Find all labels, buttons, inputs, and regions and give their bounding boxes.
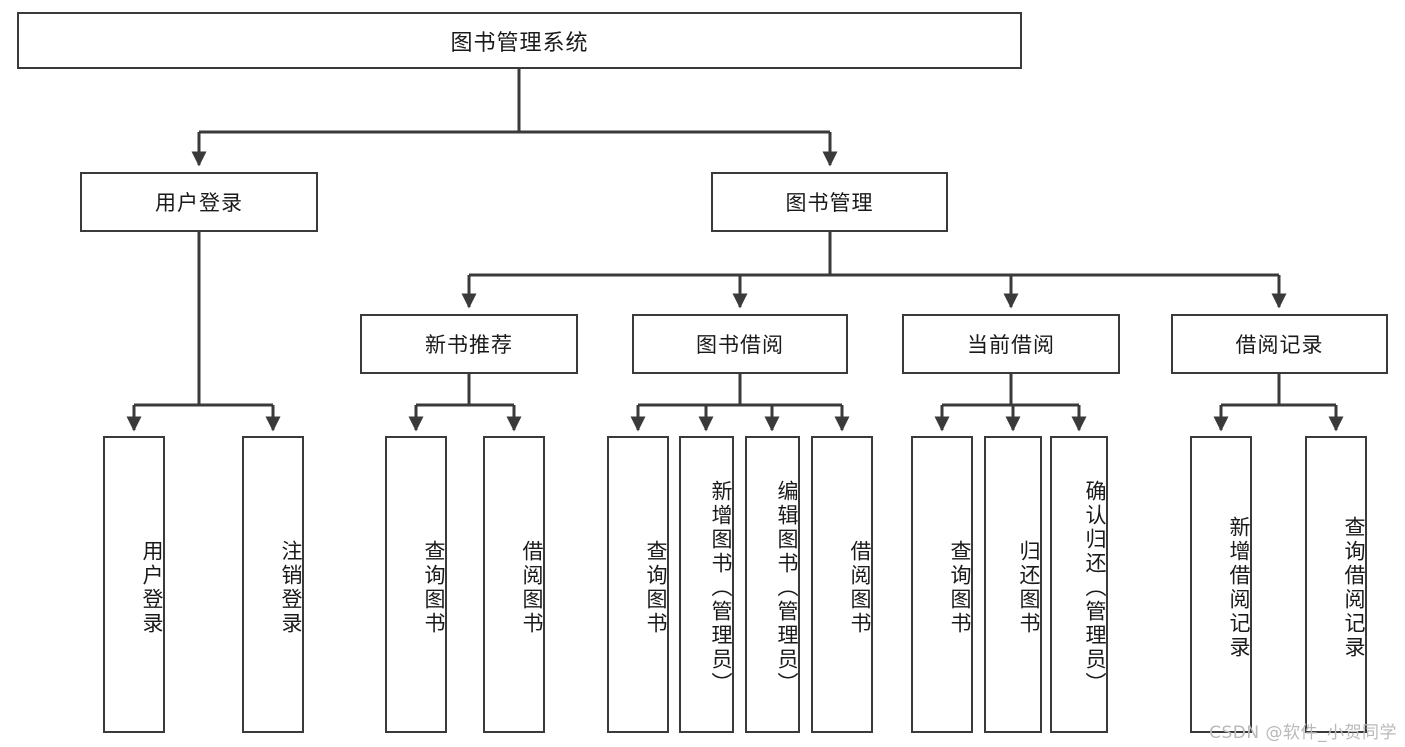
csdn-watermark: CSDN @软件_小贺同学	[1209, 723, 1397, 743]
node-label: 新增图书（管理员）	[709, 479, 733, 696]
node-label: 查询图书	[644, 539, 668, 636]
node-label: 确认归还（管理员）	[1083, 479, 1107, 696]
node-leaf-logout[interactable]: 注销登录	[242, 436, 304, 733]
node-label: 借阅图书	[520, 539, 544, 636]
node-label: 借阅图书	[848, 539, 872, 636]
node-label: 新书推荐	[425, 333, 513, 357]
node-book-manage[interactable]: 图书管理	[711, 172, 948, 232]
node-label: 用户登录	[155, 191, 243, 215]
node-leaf-query-book-borrow[interactable]: 查询图书	[607, 436, 669, 733]
node-label: 新增借阅记录	[1227, 515, 1251, 660]
node-label: 借阅记录	[1235, 333, 1324, 357]
node-label: 查询借阅记录	[1342, 515, 1366, 660]
node-root-system[interactable]: 图书管理系统	[17, 12, 1022, 69]
node-leaf-query-book-rec[interactable]: 查询图书	[385, 436, 447, 733]
node-label: 图书管理系统	[450, 30, 589, 56]
node-leaf-edit-book-admin[interactable]: 编辑图书（管理员）	[745, 436, 800, 733]
node-leaf-add-borrow-record[interactable]: 新增借阅记录	[1190, 436, 1252, 733]
node-leaf-query-book-current[interactable]: 查询图书	[911, 436, 973, 733]
node-label: 图书管理	[785, 191, 874, 215]
node-label: 编辑图书（管理员）	[775, 479, 799, 696]
node-new-book-recommend[interactable]: 新书推荐	[360, 314, 578, 374]
node-leaf-confirm-return-admin[interactable]: 确认归还（管理员）	[1050, 436, 1108, 733]
node-borrow-record[interactable]: 借阅记录	[1171, 314, 1388, 374]
node-leaf-add-book-admin[interactable]: 新增图书（管理员）	[679, 436, 734, 733]
node-leaf-user-login[interactable]: 用户登录	[103, 436, 165, 733]
node-label: 查询图书	[422, 539, 446, 636]
node-label: 用户登录	[140, 539, 164, 636]
node-leaf-return-book[interactable]: 归还图书	[984, 436, 1042, 733]
node-leaf-query-borrow-record[interactable]: 查询借阅记录	[1305, 436, 1367, 733]
node-label: 注销登录	[279, 539, 303, 636]
node-user-login[interactable]: 用户登录	[80, 172, 318, 232]
node-label: 图书借阅	[696, 333, 784, 357]
node-label: 当前借阅	[967, 333, 1055, 357]
node-leaf-borrow-book-rec[interactable]: 借阅图书	[483, 436, 545, 733]
node-book-borrow[interactable]: 图书借阅	[632, 314, 848, 374]
node-label: 查询图书	[948, 539, 972, 636]
node-label: 归还图书	[1017, 539, 1041, 636]
node-leaf-borrow-book[interactable]: 借阅图书	[811, 436, 873, 733]
node-current-borrow[interactable]: 当前借阅	[902, 314, 1120, 374]
